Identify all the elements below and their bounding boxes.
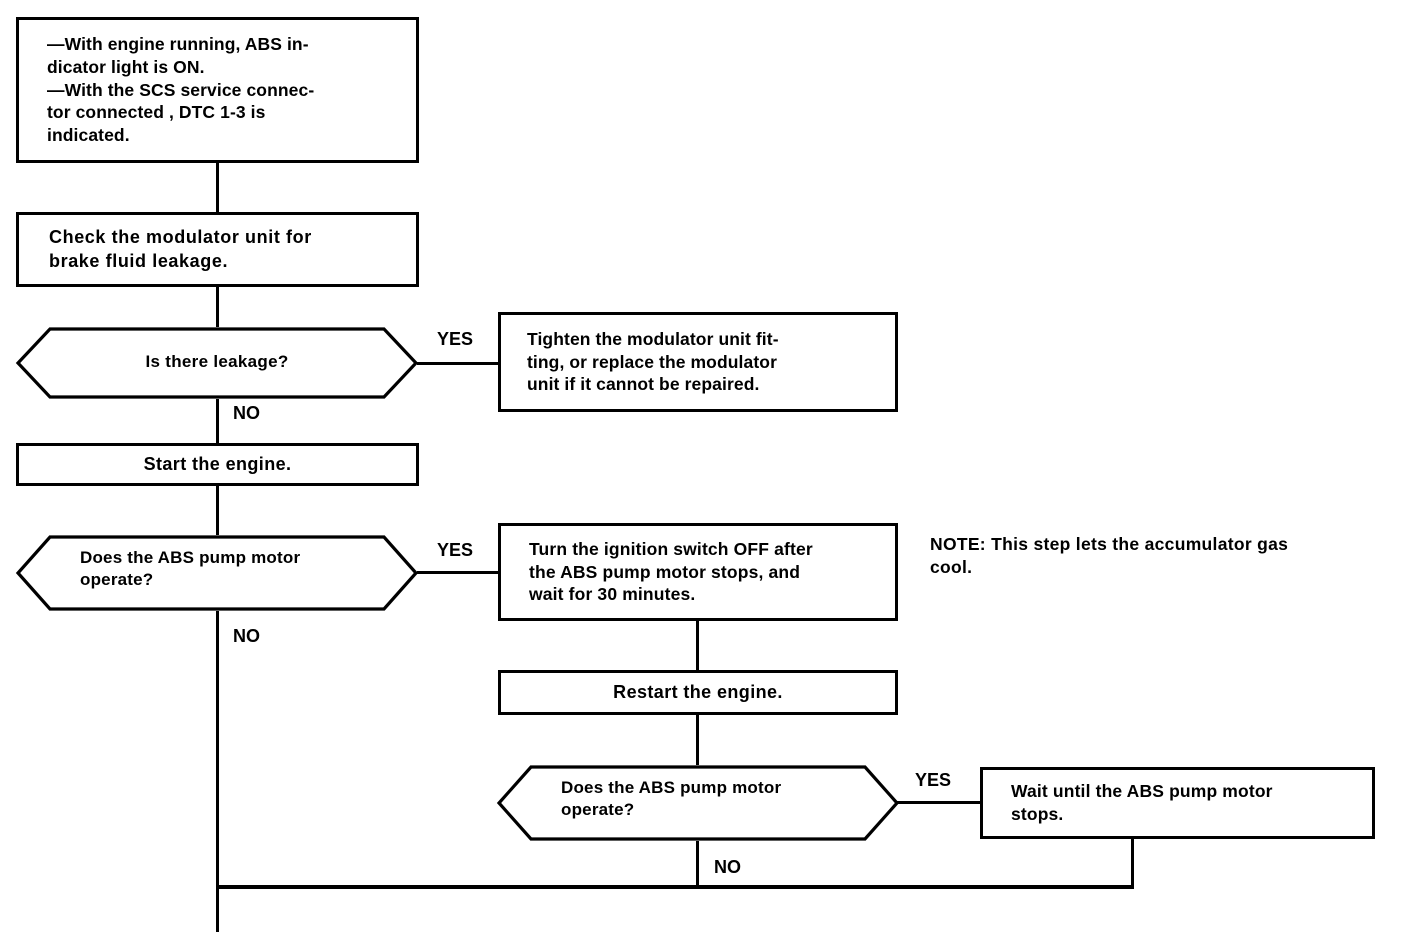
hexagon-shape — [496, 765, 900, 841]
decision-pump-motor-2-text: Does the ABS pump motor operate? — [561, 778, 782, 820]
annotation-accumulator-note: NOTE: This step lets the accumulator gas… — [930, 534, 1289, 578]
node-start-engine-text: Start the engine. — [143, 453, 292, 474]
label-pump2-no: NO — [714, 857, 741, 877]
node-restart-engine: Restart the engine. — [498, 670, 898, 715]
decision-is-there-leakage: Is there leakage? — [15, 327, 419, 399]
connector-bottom-join — [216, 885, 1134, 889]
node-check-modulator-text: Check the modulator unit for brake fluid… — [49, 227, 312, 271]
decision-is-there-leakage-text: Is there leakage? — [145, 352, 289, 371]
node-tighten-modulator-text: Tighten the modulator unit fit- ting, or… — [527, 328, 779, 395]
decision-pump-motor-1-text: Does the ABS pump motor operate? — [80, 548, 301, 590]
node-tighten-modulator: Tighten the modulator unit fit- ting, or… — [498, 312, 898, 412]
decision-pump-motor-2: Does the ABS pump motor operate? — [496, 765, 900, 841]
connector-pump1-yes — [417, 571, 499, 574]
label-pump1-no: NO — [233, 626, 260, 646]
node-start-engine: Start the engine. — [16, 443, 419, 486]
label-leakage-no: NO — [233, 403, 260, 423]
hexagon-shape — [15, 327, 419, 399]
label-pump2-yes: YES — [915, 770, 952, 790]
node-wait-pump-stops-text: Wait until the ABS pump motor stops. — [1011, 781, 1273, 824]
label-leakage-yes: YES — [437, 329, 474, 349]
connector-restart-to-pump2 — [696, 715, 699, 765]
node-symptom: —With engine running, ABS in- dicator li… — [16, 17, 419, 163]
connector-check-to-leakage — [216, 287, 219, 327]
connector-symptom-to-check — [216, 163, 219, 212]
connector-pump1-no — [216, 611, 219, 932]
node-ignition-off-text: Turn the ignition switch OFF after the A… — [529, 538, 813, 605]
connector-start-to-pump1 — [216, 486, 219, 535]
connector-ignition-to-restart — [696, 621, 699, 670]
node-wait-pump-stops: Wait until the ABS pump motor stops. — [980, 767, 1375, 839]
hexagon-shape — [15, 535, 419, 611]
label-pump1-yes: YES — [437, 540, 474, 560]
node-symptom-text: —With engine running, ABS in- dicator li… — [47, 34, 315, 146]
connector-leakage-no — [216, 399, 219, 443]
node-restart-engine-text: Restart the engine. — [613, 681, 783, 702]
connector-wait-down — [1131, 839, 1134, 888]
decision-pump-motor-1: Does the ABS pump motor operate? — [15, 535, 419, 611]
node-ignition-off: Turn the ignition switch OFF after the A… — [498, 523, 898, 621]
connector-pump2-no — [696, 841, 699, 888]
connector-pump2-yes — [897, 801, 981, 804]
node-check-modulator: Check the modulator unit for brake fluid… — [16, 212, 419, 287]
connector-leakage-yes — [417, 362, 499, 365]
